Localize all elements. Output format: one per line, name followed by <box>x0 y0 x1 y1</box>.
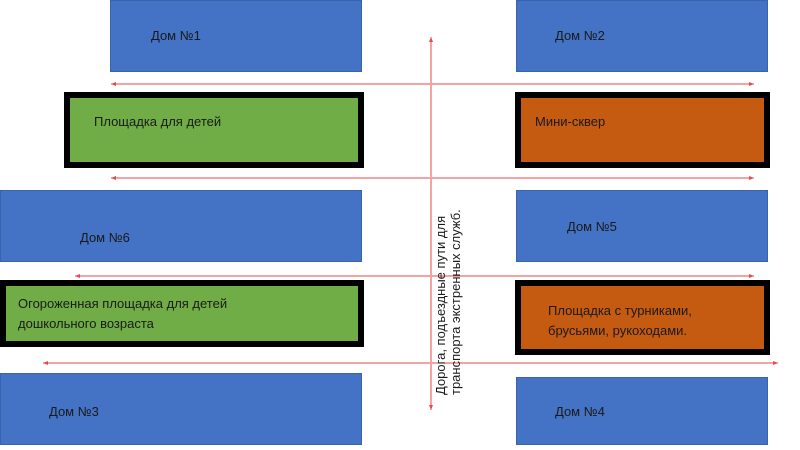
kids-playground-label: Площадка для детей <box>94 114 222 129</box>
road-label-line-1: Дорога, подъездные пути для <box>433 215 448 395</box>
sport-playground: Площадка с турниками, брусьями, рукохода… <box>515 280 770 355</box>
preschool-playground-label-1: Огороженная площадка для детей <box>18 296 228 311</box>
house-2-label: Дом №2 <box>555 28 605 43</box>
kids-playground: Площадка для детей <box>64 92 364 168</box>
house-2: Дом №2 <box>516 0 768 72</box>
sport-playground-label-1: Площадка с турниками, <box>548 303 692 318</box>
house-6: Дом №6 <box>0 190 362 262</box>
house-3: Дом №3 <box>0 373 362 445</box>
preschool-playground: Огороженная площадка для детей дошкольно… <box>0 280 364 347</box>
house-5-label: Дом №5 <box>567 219 617 234</box>
house-4: Дом №4 <box>516 377 768 445</box>
sport-playground-label-2: брусьями, рукоходами. <box>548 323 688 338</box>
house-1: Дом №1 <box>110 0 362 72</box>
house-6-label: Дом №6 <box>80 230 130 245</box>
house-4-label: Дом №4 <box>555 404 605 419</box>
house-5: Дом №5 <box>516 190 768 262</box>
mini-square-label: Мини-сквер <box>535 114 606 129</box>
house-1-label: Дом №1 <box>151 28 201 43</box>
road-label: Дорога, подъездные пути для транспорта э… <box>433 209 463 395</box>
preschool-playground-label-2: дошкольного возраста <box>18 316 154 331</box>
mini-square: Мини-сквер <box>515 92 770 168</box>
road-label-line-2: транспорта экстренных служб. <box>448 209 463 395</box>
house-3-label: Дом №3 <box>49 404 99 419</box>
